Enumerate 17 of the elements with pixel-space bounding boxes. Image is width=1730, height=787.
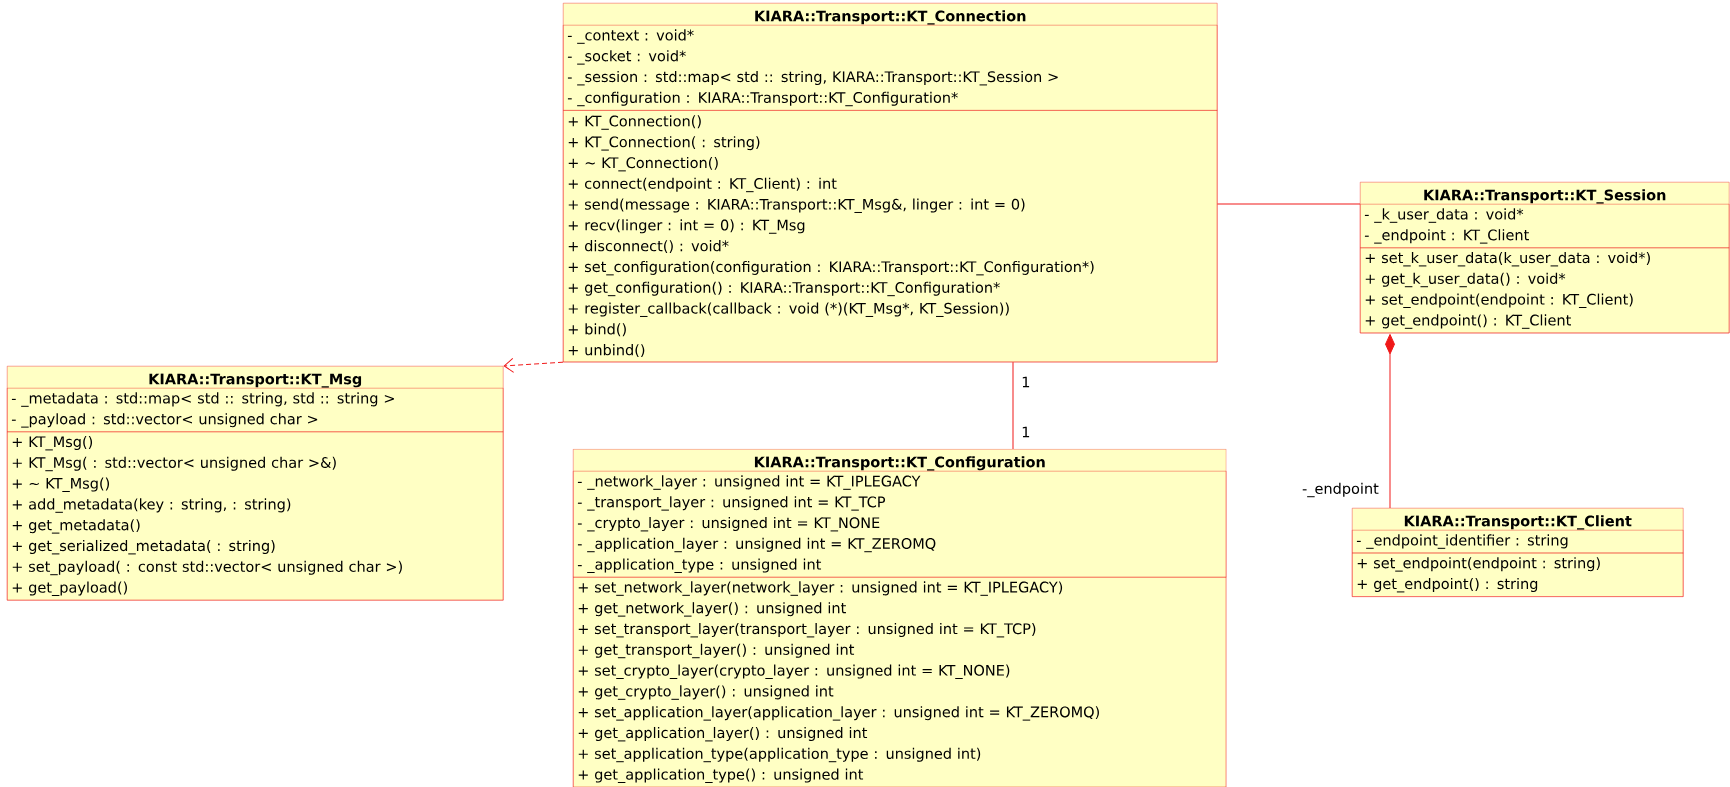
association-line	[1012, 361, 1014, 450]
operation-compartment: + set_endpoint(endpoint : string) + get_endpoint() : string	[1352, 552, 1684, 597]
attribute-compartment: - _context : void* - _socket : void* - _session : std::map< std :: string, KIARA::Transport::KT_Session > - _configuration : KIARA::Transport::KT_Configuration*	[563, 25, 1218, 111]
operation-compartment: + set_network_layer(network_layer : unsigned int = KT_IPLEGACY) + get_network_layer() : unsigned int + set_transport_layer(transport_layer : unsigned int = KT_TCP) + get_transport_layer() : unsigned int + set_crypto_layer(crypto_layer : unsigned int = KT_NONE) + get_crypto_layer() : unsigned int + set_application_layer(application_layer : unsigned int = KT_ZEROMQ) + get_application_layer() : unsigned int + set_application_type(application_type : unsigned int) + get_application_type() : unsigned int	[573, 577, 1227, 787]
attribute-compartment: - _metadata : std::map< std :: string, std :: string > - _payload : std::vector< unsigned char >	[7, 388, 504, 432]
association-line	[1216, 203, 1361, 205]
multiplicity-label: 1	[1022, 376, 1030, 388]
attribute-compartment: - _network_layer : unsigned int = KT_IPLEGACY - _transport_layer : unsigned int = KT_TCP - _crypto_layer : unsigned int = KT_NONE - _application_layer : unsigned int = KT_ZEROMQ - _application_type : unsigned int	[573, 471, 1227, 578]
attribute-compartment: - _k_user_data : void* - _endpoint : KT_Client	[1360, 204, 1730, 248]
multiplicity-label: 1	[1022, 426, 1030, 438]
composition-line	[1385, 333, 1395, 509]
attribute-compartment: - _endpoint_identifier : string	[1352, 530, 1684, 554]
dependency-arrow	[503, 357, 564, 373]
operation-compartment: + set_k_user_data(k_user_data : void*) + get_k_user_data() : void* + set_endpoint(endpoint : KT_Client) + get_endpoint() : KT_Client	[1360, 247, 1730, 334]
role-label: -_endpoint	[1302, 482, 1379, 498]
operation-compartment: + KT_Connection() + KT_Connection( : string) + ~ KT_Connection() + connect(endpoint : KT_Client) : int + send(message : KIARA::Transport::KT_Msg&, linger : int = 0) + recv(linger : int = 0) : KT_Msg + disconnect() : void* + set_configuration(configuration : KIARA::Transport::KT_Configuration*) + get_configuration() : KIARA::Transport::KT_Configuration* + register_callback(callback : void (*)(KT_Msg*, KT_Session)) + bind() + unbind()	[563, 110, 1218, 363]
operation-compartment: + KT_Msg() + KT_Msg( : std::vector< unsigned char >&) + ~ KT_Msg() + add_metadata(key : string, : string) + get_metadata() + get_serialized_metadata( : string) + set_payload( : const std::vector< unsigned char >) + get_payload()	[7, 431, 504, 601]
